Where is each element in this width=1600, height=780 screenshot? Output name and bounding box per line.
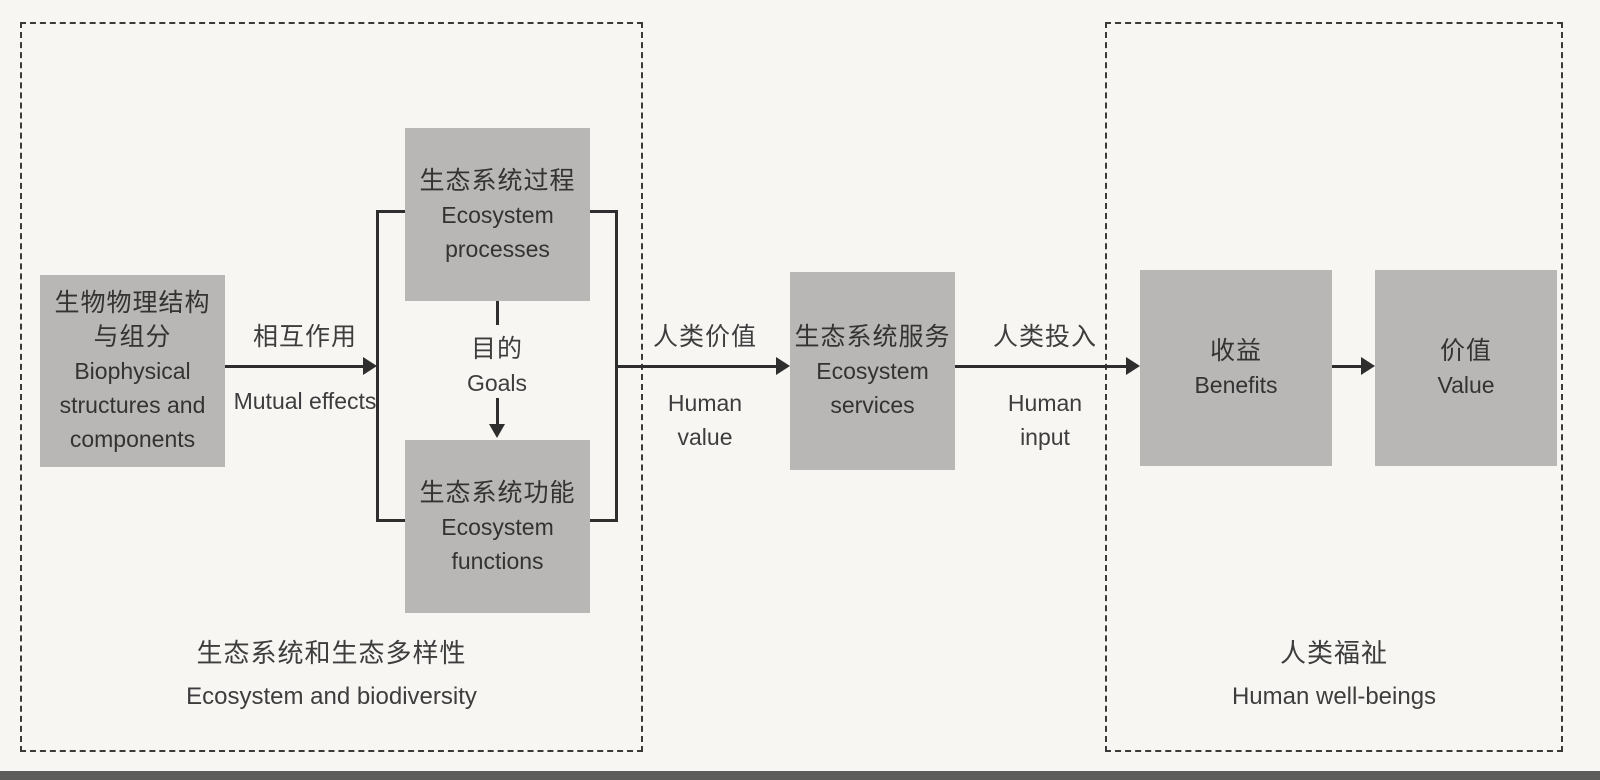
node-services-en-line2: services — [830, 392, 915, 418]
node-biophysical-en-line2: structures and — [59, 392, 206, 418]
left-bracket-vertical-line — [376, 210, 379, 522]
mutual-effects-arrowhead-icon — [363, 357, 377, 375]
node-biophysical-cn-line2: 与组分 — [93, 323, 172, 351]
ecosystem-group-label-en: Ecosystem and biodiversity — [186, 683, 477, 710]
node-value-en: Value — [1437, 372, 1495, 398]
label-human-value-en: Human value — [667, 390, 743, 450]
ecosystem-group-label: 生态系统和生态多样性 Ecosystem and biodiversity — [22, 636, 641, 714]
left-bracket-bottom-line — [377, 519, 405, 522]
label-human-input-cn: 人类投入 — [992, 323, 1097, 351]
node-benefits: 收益 Benefits — [1140, 270, 1332, 466]
node-ecosystem-processes: 生态系统过程 Ecosystem processes — [405, 128, 590, 301]
node-functions-en-line1: Ecosystem — [441, 513, 554, 540]
node-benefits-en: Benefits — [1194, 372, 1278, 398]
node-processes-en-line1: Ecosystem — [441, 201, 554, 228]
node-biophysical-en-line1: Biophysical — [74, 358, 191, 384]
benefits-to-value-arrowhead-icon — [1361, 357, 1375, 375]
goals-to-functions-arrowhead-icon — [489, 424, 505, 438]
human-input-arrowhead-icon — [1126, 357, 1140, 375]
node-value-cn: 价值 — [1439, 337, 1492, 365]
human-wellbeing-group-label-cn: 人类福祉 — [1279, 638, 1388, 668]
left-bracket-top-line — [377, 210, 405, 213]
node-benefits-cn: 收益 — [1209, 337, 1262, 365]
bottom-edge-strip — [0, 771, 1600, 780]
benefits-to-value-arrow-line — [1332, 365, 1362, 368]
label-goals-en: Goals — [466, 370, 528, 396]
node-services-en-line1: Ecosystem — [816, 358, 929, 384]
human-wellbeing-group-label-en: Human well-beings — [1231, 683, 1437, 710]
human-value-arrowhead-icon — [776, 357, 790, 375]
node-value: 价值 Value — [1375, 270, 1557, 466]
processes-to-goals-line — [496, 301, 499, 325]
node-functions-en-line2: functions — [451, 547, 544, 574]
node-biophysical-cn-line1: 生物物理结构 — [54, 289, 211, 317]
goals-to-functions-line — [496, 398, 499, 426]
node-ecosystem-functions: 生态系统功能 Ecosystem functions — [405, 440, 590, 613]
node-processes-cn: 生态系统过程 — [419, 166, 576, 195]
label-mutual-effects-en: Mutual effects — [233, 388, 377, 414]
human-value-arrow-line — [615, 365, 777, 368]
human-wellbeing-group-box: 人类福祉 Human well-beings — [1105, 22, 1563, 752]
label-goals: 目的 Goals — [452, 332, 542, 400]
node-biophysical-en-line3: components — [69, 426, 196, 452]
ecosystem-group-label-cn: 生态系统和生态多样性 — [196, 638, 467, 668]
node-functions-cn: 生态系统功能 — [419, 478, 576, 507]
node-ecosystem-services: 生态系统服务 Ecosystem services — [790, 272, 955, 470]
label-mutual-effects-cn: 相互作用 — [252, 323, 357, 351]
node-processes-en-line2: processes — [445, 235, 550, 262]
right-bracket-top-line — [590, 210, 618, 213]
human-input-arrow-line — [955, 365, 1127, 368]
label-human-value-cn: 人类价值 — [652, 323, 757, 351]
mutual-effects-arrow-line — [225, 365, 365, 368]
node-services-cn: 生态系统服务 — [794, 323, 951, 351]
right-bracket-bottom-line — [590, 519, 618, 522]
human-wellbeing-group-label: 人类福祉 Human well-beings — [1107, 636, 1561, 714]
ecosystem-group-box: 生态系统和生态多样性 Ecosystem and biodiversity — [20, 22, 643, 752]
node-biophysical: 生物物理结构 与组分 Biophysical structures and co… — [40, 275, 225, 467]
label-goals-cn: 目的 — [470, 335, 523, 363]
label-human-input-en: Human input — [1007, 390, 1083, 450]
